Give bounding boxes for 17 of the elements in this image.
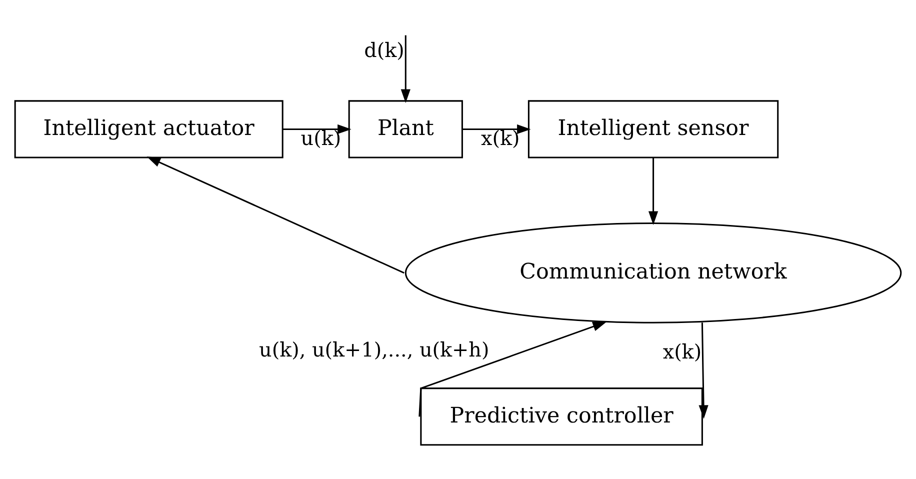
node-box: Predictive controller (420, 388, 703, 446)
edge-label: u(k) (300, 127, 342, 150)
arrow (146, 156, 404, 274)
arrow (648, 158, 658, 226)
arrow (462, 124, 531, 134)
arrow (282, 124, 352, 134)
edge-label: d(k) (364, 38, 404, 62)
node-box: Plant (348, 100, 463, 158)
arrow (400, 35, 410, 103)
node-box: Intelligent actuator (14, 100, 284, 158)
node-ellipse: Communication network (404, 222, 902, 324)
edge-label: x(k) (662, 340, 702, 364)
edge-label: x(k) (481, 127, 520, 150)
arrow (418, 322, 607, 417)
arrow (698, 322, 708, 419)
node-box: Intelligent sensor (528, 100, 779, 158)
edge-label: u(k), u(k+1),..., u(k+h) (259, 338, 490, 362)
